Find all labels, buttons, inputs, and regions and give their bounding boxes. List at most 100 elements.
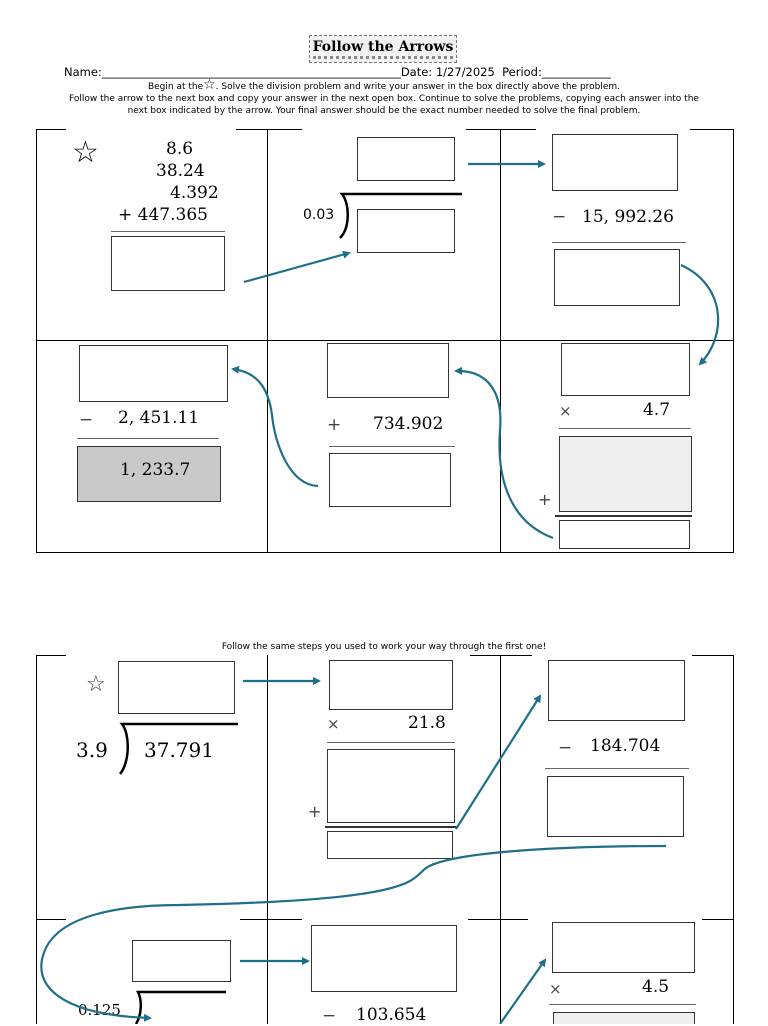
dividend-box[interactable] xyxy=(357,209,455,253)
difference-rule xyxy=(545,768,689,769)
arrow-10 xyxy=(499,958,547,1024)
grid-line xyxy=(36,340,734,341)
grid-line xyxy=(236,129,302,130)
difference-box[interactable] xyxy=(554,249,680,306)
grid-line xyxy=(267,655,268,1024)
minuend-box[interactable] xyxy=(548,660,685,721)
grid-line xyxy=(36,655,66,656)
divisor-label: 0.03 xyxy=(303,207,335,223)
minuend-box[interactable] xyxy=(311,925,457,992)
instructions: Begin at the☆. Solve the division proble… xyxy=(30,77,738,117)
subtrahend: 184.704 xyxy=(590,736,661,756)
star-icon: ☆ xyxy=(72,135,99,170)
product-rule xyxy=(549,1004,696,1005)
quotient-box[interactable] xyxy=(357,137,455,181)
minus-sign: − xyxy=(322,1006,337,1026)
multiplicand-box[interactable] xyxy=(561,343,690,396)
grid-line xyxy=(702,919,734,920)
difference-rule xyxy=(552,242,686,243)
second-puzzle-note: Follow the same steps you used to work y… xyxy=(221,642,547,652)
addend-1: 8.6 xyxy=(166,139,194,159)
dividend: 37.791 xyxy=(144,738,214,762)
arrow-3 xyxy=(680,263,720,366)
partial-product-box[interactable] xyxy=(327,749,455,823)
divisor-label: 3.9 xyxy=(76,738,108,762)
date-value: 1/27/2025 xyxy=(435,65,495,79)
instructions-line-3: next box indicated by the arrow. Your fi… xyxy=(127,106,641,116)
multiplicand-box[interactable] xyxy=(552,922,695,973)
addend-box[interactable] xyxy=(327,343,449,398)
quotient-box[interactable] xyxy=(132,940,231,982)
star-icon: ☆ xyxy=(86,672,106,697)
grid-line xyxy=(36,919,66,920)
multiplier: 21.8 xyxy=(408,713,446,733)
name-label: Name: xyxy=(64,65,102,79)
multiplier: 4.5 xyxy=(642,977,670,997)
addend-4: + 447.365 xyxy=(118,205,208,225)
addend-3: 4.392 xyxy=(170,183,219,203)
times-sign: × xyxy=(559,402,572,420)
division-bracket xyxy=(118,722,238,775)
grid-line xyxy=(240,919,302,920)
product-rule xyxy=(327,742,455,743)
worksheet-title: Follow the Arrows xyxy=(309,35,457,63)
division-bracket xyxy=(134,990,226,1024)
product-rule-2 xyxy=(555,515,692,517)
sum-box[interactable] xyxy=(329,453,451,507)
title-text: Follow the Arrows xyxy=(312,39,454,59)
partial-product-box[interactable] xyxy=(553,1012,695,1024)
arrow-4 xyxy=(454,366,554,540)
partial-product-box[interactable] xyxy=(559,436,692,512)
grid-line xyxy=(500,655,501,1024)
sum-rule xyxy=(329,446,455,447)
times-sign: × xyxy=(549,980,562,998)
final-answer: 1, 233.7 xyxy=(120,460,191,480)
difference-rule xyxy=(77,438,219,439)
subtrahend: 2, 451.11 xyxy=(118,408,200,428)
minuend-box[interactable] xyxy=(79,345,228,402)
period-field[interactable]: ____________ xyxy=(541,65,611,79)
period-label: Period: xyxy=(502,65,542,79)
arrow-1 xyxy=(243,250,351,284)
minus-sign: − xyxy=(79,410,94,430)
product-box[interactable] xyxy=(327,831,453,859)
arrow-8 xyxy=(40,844,667,1022)
star-icon: ☆ xyxy=(203,77,216,93)
grid-line xyxy=(690,129,734,130)
difference-box[interactable] xyxy=(547,776,684,837)
plus-sign: + xyxy=(308,802,322,821)
times-sign: × xyxy=(327,715,340,733)
name-date-period-line: Name:___________________________________… xyxy=(64,65,611,79)
plus-sign: + xyxy=(538,490,552,509)
grid-line xyxy=(466,129,536,130)
grid-line xyxy=(692,655,734,656)
quotient-box[interactable] xyxy=(118,661,235,714)
sum-answer-box[interactable] xyxy=(111,236,225,291)
grid-line xyxy=(468,919,528,920)
date-label: Date: xyxy=(400,65,433,79)
product-rule-2 xyxy=(325,826,457,828)
instructions-line-1: Begin at the☆. Solve the division proble… xyxy=(147,77,621,93)
final-answer-box: 1, 233.7 xyxy=(77,446,221,502)
product-box[interactable] xyxy=(559,520,690,549)
multiplicand-box[interactable] xyxy=(329,660,453,710)
division-bracket xyxy=(339,192,462,239)
addend-2: 38.24 xyxy=(156,161,205,181)
multiplier: 4.7 xyxy=(643,400,671,420)
minus-sign: − xyxy=(552,207,567,227)
grid-line xyxy=(36,655,37,1024)
grid-line xyxy=(470,655,532,656)
minus-sign: − xyxy=(558,738,573,758)
product-rule xyxy=(559,428,691,429)
minuend-box[interactable] xyxy=(552,134,678,191)
sum-rule xyxy=(111,231,225,232)
grid-line xyxy=(36,129,66,130)
arrow-5 xyxy=(231,365,319,488)
name-field[interactable]: ________________________________________… xyxy=(101,65,401,79)
instructions-line-2: Follow the arrow to the next box and cop… xyxy=(69,94,699,104)
addend-value: 734.902 xyxy=(373,414,444,434)
arrow-7 xyxy=(455,694,542,830)
plus-sign: + xyxy=(327,415,342,435)
grid-line xyxy=(733,655,734,1024)
